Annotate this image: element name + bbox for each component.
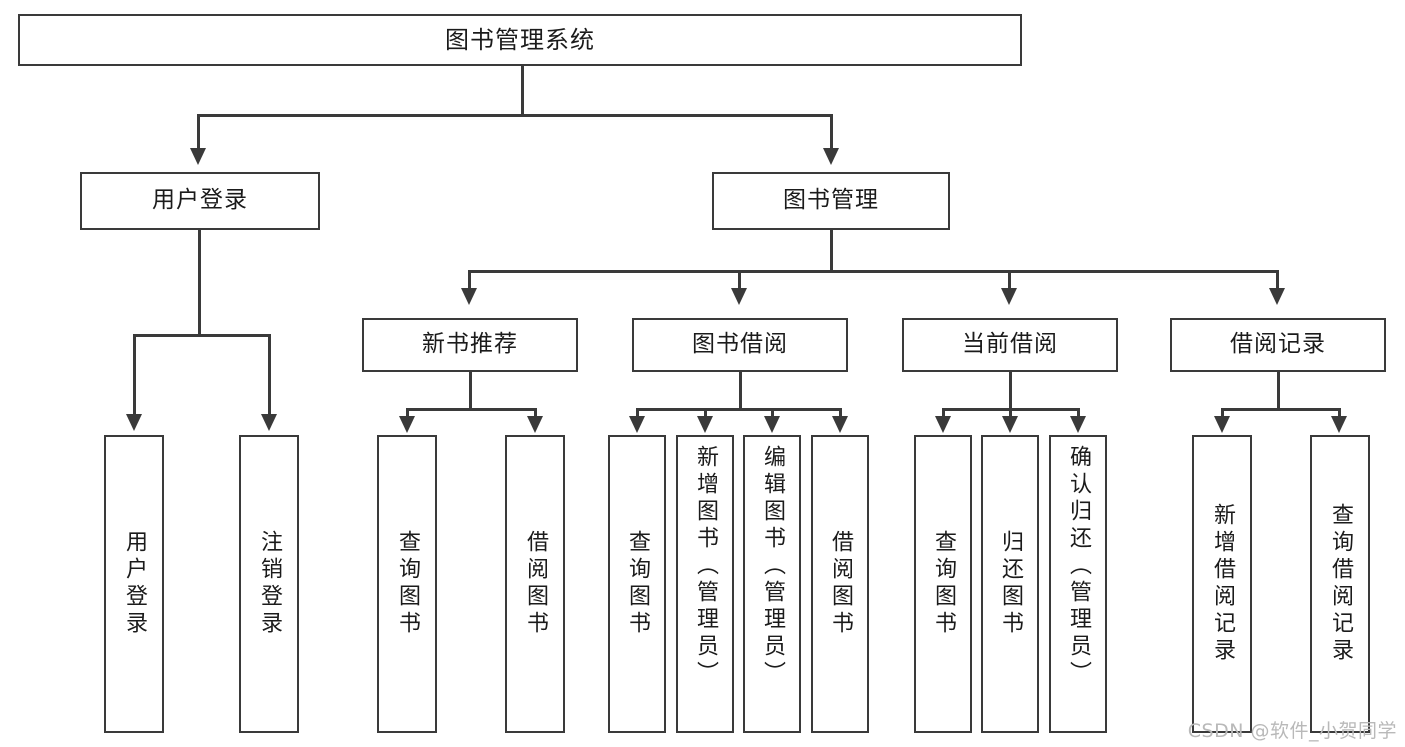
arrow-to-new-book-recommend	[461, 288, 477, 305]
arrow-to-leaf-current-return-book	[1002, 416, 1018, 433]
arrow-to-leaf-recommend-query-book	[399, 416, 415, 433]
node-label: 编辑图书（管理员）	[760, 445, 785, 688]
connector-borrow-drop-2	[704, 408, 707, 418]
arrow-to-leaf-borrow-add-book	[697, 416, 713, 433]
leaf-current-return-book[interactable]: 归还图书	[981, 435, 1039, 733]
node-label: 图书借阅	[692, 331, 788, 358]
connector-level3-drop-1	[468, 270, 471, 290]
arrow-to-leaf-borrow-query-book	[629, 416, 645, 433]
arrow-to-leaf-current-confirm-return	[1070, 416, 1086, 433]
arrow-to-book-management	[823, 148, 839, 165]
connector-user-login-bar	[133, 334, 271, 337]
leaf-borrow-query-book[interactable]: 查询图书	[608, 435, 666, 733]
arrow-to-leaf-borrow-edit-book	[764, 416, 780, 433]
arrow-to-current-borrow	[1001, 288, 1017, 305]
connector-recommend-drop-1	[406, 408, 409, 418]
connector-user-login-drop-1	[133, 334, 136, 416]
node-book-management[interactable]: 图书管理	[712, 172, 950, 230]
connector-root-stem	[521, 66, 524, 116]
node-label: 查询借阅记录	[1328, 503, 1353, 665]
connector-record-drop-1	[1221, 408, 1224, 418]
node-label: 图书管理系统	[445, 25, 595, 54]
leaf-current-confirm-return[interactable]: 确认归还（管理员）	[1049, 435, 1107, 733]
node-label: 注销登录	[257, 530, 282, 638]
connector-level3-drop-4	[1276, 270, 1279, 290]
leaf-current-query-book[interactable]: 查询图书	[914, 435, 972, 733]
connector-borrow-bar	[636, 408, 842, 411]
leaf-record-add-record[interactable]: 新增借阅记录	[1192, 435, 1252, 733]
node-new-book-recommend[interactable]: 新书推荐	[362, 318, 578, 372]
leaf-recommend-query-book[interactable]: 查询图书	[377, 435, 437, 733]
node-label: 用户登录	[152, 187, 248, 214]
arrow-to-user-login	[190, 148, 206, 165]
arrow-to-leaf-current-query-book	[935, 416, 951, 433]
node-label: 图书管理	[783, 187, 879, 214]
connector-borrow-drop-1	[636, 408, 639, 418]
connector-current-drop-1	[942, 408, 945, 418]
connector-user-login-drop-2	[268, 334, 271, 416]
node-borrow-record[interactable]: 借阅记录	[1170, 318, 1386, 372]
connector-level3-drop-2	[738, 270, 741, 290]
arrow-to-leaf-record-query-record	[1331, 416, 1347, 433]
connector-current-stem	[1009, 372, 1012, 410]
connector-book-management-stem	[830, 230, 833, 272]
connector-record-drop-2	[1338, 408, 1341, 418]
connector-current-drop-3	[1077, 408, 1080, 418]
node-label: 当前借阅	[962, 331, 1058, 358]
connector-user-login-stem	[198, 230, 201, 335]
connector-level2-bar	[197, 114, 833, 117]
node-label: 借阅图书	[828, 530, 853, 638]
connector-recommend-bar	[406, 408, 537, 411]
arrow-to-book-borrow	[731, 288, 747, 305]
connector-borrow-stem	[739, 372, 742, 410]
arrow-to-borrow-record	[1269, 288, 1285, 305]
node-label: 借阅图书	[523, 530, 548, 638]
connector-level3-drop-3	[1008, 270, 1011, 290]
node-label: 新书推荐	[422, 331, 518, 358]
leaf-logout[interactable]: 注销登录	[239, 435, 299, 733]
node-current-borrow[interactable]: 当前借阅	[902, 318, 1118, 372]
leaf-borrow-borrow-book[interactable]: 借阅图书	[811, 435, 869, 733]
connector-borrow-drop-4	[839, 408, 842, 418]
node-label: 新增借阅记录	[1210, 503, 1235, 665]
node-root-library-system[interactable]: 图书管理系统	[18, 14, 1022, 66]
leaf-borrow-edit-book[interactable]: 编辑图书（管理员）	[743, 435, 801, 733]
connector-level2-right-drop	[830, 114, 833, 151]
leaf-borrow-add-book[interactable]: 新增图书（管理员）	[676, 435, 734, 733]
node-user-login[interactable]: 用户登录	[80, 172, 320, 230]
arrow-to-leaf-user-login	[126, 414, 142, 431]
connector-recommend-stem	[469, 372, 472, 410]
node-label: 查询图书	[395, 530, 420, 638]
connector-recommend-drop-2	[534, 408, 537, 418]
connector-level3-bar	[468, 270, 1279, 273]
arrow-to-leaf-logout	[261, 414, 277, 431]
connector-record-bar	[1221, 408, 1341, 411]
node-label: 确认归还（管理员）	[1066, 445, 1091, 688]
node-label: 查询图书	[931, 530, 956, 638]
node-label: 归还图书	[998, 530, 1023, 638]
node-label: 新增图书（管理员）	[693, 445, 718, 688]
node-book-borrow[interactable]: 图书借阅	[632, 318, 848, 372]
connector-record-stem	[1277, 372, 1280, 410]
connector-level2-left-drop	[197, 114, 200, 151]
leaf-recommend-borrow-book[interactable]: 借阅图书	[505, 435, 565, 733]
arrow-to-leaf-recommend-borrow-book	[527, 416, 543, 433]
arrow-to-leaf-borrow-borrow-book	[832, 416, 848, 433]
node-label: 用户登录	[122, 530, 147, 638]
node-label: 查询图书	[625, 530, 650, 638]
arrow-to-leaf-record-add-record	[1214, 416, 1230, 433]
connector-borrow-drop-3	[771, 408, 774, 418]
leaf-user-login[interactable]: 用户登录	[104, 435, 164, 733]
node-label: 借阅记录	[1230, 331, 1326, 358]
connector-current-drop-2	[1009, 408, 1012, 418]
leaf-record-query-record[interactable]: 查询借阅记录	[1310, 435, 1370, 733]
